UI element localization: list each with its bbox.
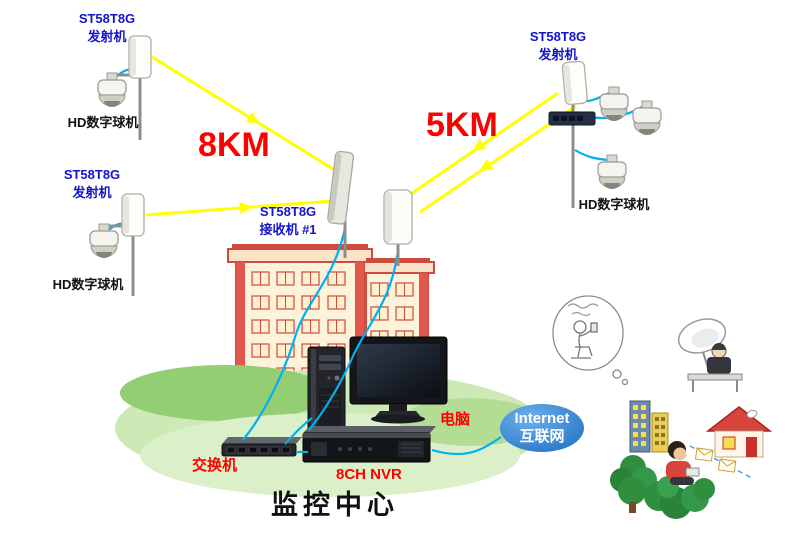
cable (242, 227, 347, 441)
tx2-type-label: 发射机 (72, 185, 112, 200)
tx3-camera-label: HD数字球机 (578, 197, 650, 212)
tx1-camera-label: HD数字球机 (67, 115, 139, 130)
tx3-model-label: ST58T8G (529, 29, 587, 44)
dome-camera-icon (89, 223, 119, 259)
cable (431, 436, 502, 456)
receiver-name-label: 接收机 #1 (259, 222, 317, 237)
tx1-type-label: 发射机 (87, 29, 127, 44)
wireless-link (151, 55, 339, 174)
email-flow (689, 445, 753, 479)
monitoring-center-title: 监控中心 (271, 490, 399, 520)
dome-camera-icon (97, 72, 127, 108)
tx2-model-label: ST58T8G (63, 167, 121, 182)
arrow-icon (479, 159, 494, 172)
receiver-antenna-left-icon (327, 150, 355, 225)
distance-8km-label: 8KM (198, 126, 270, 164)
envelope-icon (717, 458, 737, 473)
dome-camera-icon (599, 86, 629, 122)
arrow-icon (472, 139, 487, 152)
internet-cloud (500, 404, 584, 452)
tx3-type-label: 发射机 (538, 47, 578, 62)
poe-switch (548, 111, 596, 126)
distance-5km-label: 5KM (426, 106, 498, 144)
internet-cn-label: 互联网 (519, 428, 565, 445)
tx1-model-label: ST58T8G (78, 11, 136, 26)
receiver-model-label: ST58T8G (259, 204, 317, 219)
receiver (327, 150, 413, 266)
network-switch (221, 437, 302, 457)
nvr-label: 8CH NVR (336, 466, 402, 483)
tx2-camera-label: HD数字球机 (52, 277, 124, 292)
wireless-link (145, 199, 334, 217)
phone-user-sketch (552, 295, 629, 386)
switch-label: 交换机 (192, 457, 238, 474)
operator-sketch (677, 318, 743, 392)
internet-label: Internet (514, 410, 570, 427)
pc-tower (307, 346, 346, 438)
city-buildings (629, 400, 669, 453)
link-arrows (239, 111, 494, 214)
receiver-antenna-right-icon (383, 189, 413, 245)
monitor (349, 336, 448, 424)
transmitter-3 (548, 60, 662, 208)
woman-sketch (666, 441, 700, 485)
dome-camera-icon (632, 100, 662, 136)
transmitter-1 (97, 35, 152, 140)
cable (574, 149, 609, 162)
cable (284, 417, 313, 445)
cable (308, 249, 400, 431)
nvr (302, 426, 436, 463)
antenna-panel-icon (561, 60, 589, 106)
house (705, 406, 773, 458)
transmitter-2 (89, 193, 145, 296)
arrow-icon (245, 111, 261, 124)
envelope-icon (694, 447, 714, 462)
arrow-icon (239, 202, 253, 214)
pc-label: 电脑 (440, 411, 471, 428)
